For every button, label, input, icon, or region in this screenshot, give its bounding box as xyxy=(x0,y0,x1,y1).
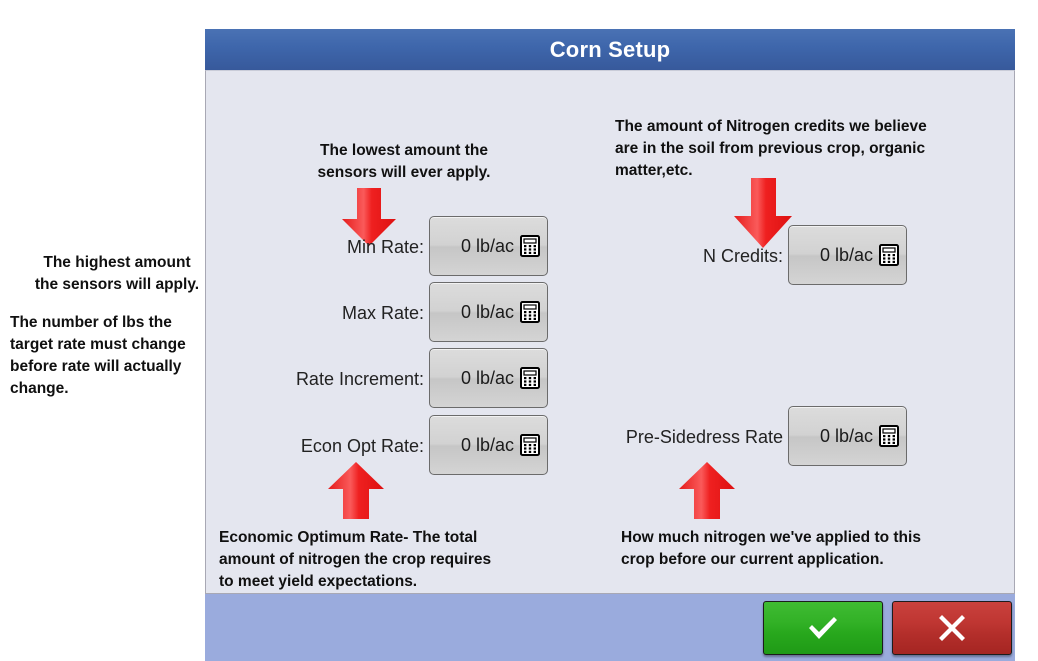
min-rate-value: 0 lb/ac xyxy=(460,235,514,256)
rate-increment-field[interactable]: 0 lb/ac xyxy=(429,348,548,408)
pre-sidedress-rate-field[interactable]: 0 lb/ac xyxy=(788,406,907,466)
arrow-pre-sidedress xyxy=(679,462,735,519)
max-rate-field[interactable]: 0 lb/ac xyxy=(429,282,548,342)
calculator-icon xyxy=(520,434,540,456)
calculator-icon xyxy=(520,235,540,257)
calculator-icon xyxy=(520,367,540,389)
n-credits-field[interactable]: 0 lb/ac xyxy=(788,225,907,285)
max-rate-label: Max Rate: xyxy=(341,303,424,323)
pre-sidedress-rate-value: 0 lb/ac xyxy=(819,425,873,446)
rate-increment-label: Rate Increment: xyxy=(295,369,424,389)
cancel-button[interactable] xyxy=(892,601,1012,655)
econ-opt-rate-field[interactable]: 0 lb/ac xyxy=(429,415,548,475)
annotation-rate-increment: The number of lbs the target rate must c… xyxy=(10,314,186,397)
dialog-footer xyxy=(205,594,1015,661)
arrow-econ-opt-rate xyxy=(328,462,384,519)
econ-opt-rate-label: Econ Opt Rate: xyxy=(300,436,424,456)
arrow-min-rate xyxy=(342,188,396,246)
corn-setup-dialog: Corn Setup The lowest amount the sensors… xyxy=(205,29,1015,661)
econ-opt-rate-value: 0 lb/ac xyxy=(460,434,514,455)
rate-increment-value: 0 lb/ac xyxy=(460,367,514,388)
dialog-body: The lowest amount the sensors will ever … xyxy=(205,70,1015,594)
accept-button[interactable] xyxy=(763,601,883,655)
dialog-title-bar: Corn Setup xyxy=(205,29,1015,70)
min-rate-label: Min Rate: xyxy=(346,237,424,257)
calculator-icon xyxy=(879,425,899,447)
annotation-econ-opt-rate: Economic Optimum Rate- The total amount … xyxy=(219,529,492,590)
n-credits-label: N Credits: xyxy=(702,246,783,266)
check-mark-icon xyxy=(809,617,837,639)
arrow-n-credits xyxy=(734,178,792,248)
annotation-pre-sidedress: How much nitrogen we've applied to this … xyxy=(621,529,921,568)
page-title: Corn Setup xyxy=(549,36,671,62)
pre-sidedress-rate-label: Pre-Sidedress Rate xyxy=(625,427,783,447)
n-credits-value: 0 lb/ac xyxy=(819,244,873,265)
min-rate-field[interactable]: 0 lb/ac xyxy=(429,216,548,276)
annotation-min-rate: The lowest amount the sensors will ever … xyxy=(317,142,491,181)
annotation-n-credits: The amount of Nitrogen credits we believ… xyxy=(615,118,927,179)
calculator-icon xyxy=(879,244,899,266)
calculator-icon xyxy=(520,301,540,323)
annotation-max-rate: The highest amount the sensors will appl… xyxy=(34,254,200,293)
x-mark-icon xyxy=(939,615,965,641)
max-rate-value: 0 lb/ac xyxy=(460,301,514,322)
